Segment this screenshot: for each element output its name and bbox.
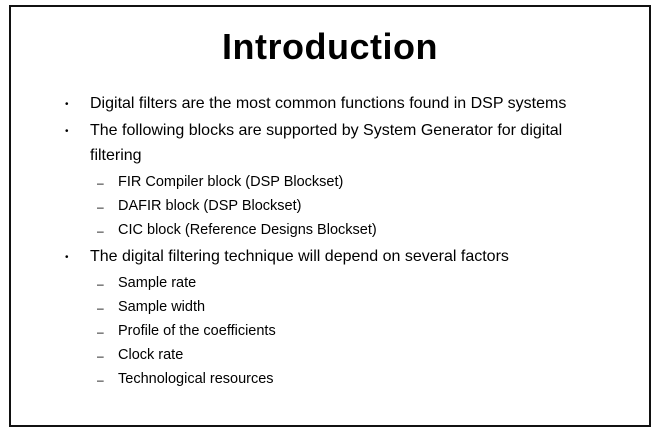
sub-bullet-text: DAFIR block (DSP Blockset) xyxy=(118,198,302,214)
sub-bullet-text: Sample width xyxy=(118,299,206,315)
sub-bullet-list: – FIR Compiler block (DSP Blockset) – DA… xyxy=(11,170,649,242)
dash-icon: – xyxy=(97,277,104,291)
sub-bullet-text: Sample rate xyxy=(118,275,197,291)
bullet-dot-icon: • xyxy=(65,99,69,110)
bullet-item: • The following blocks are supported by … xyxy=(11,118,649,168)
sub-bullet-text: CIC block (Reference Designs Blockset) xyxy=(118,222,377,238)
sub-bullet-text: FIR Compiler block (DSP Blockset) xyxy=(118,174,344,190)
bullet-text: The digital filtering technique will dep… xyxy=(90,248,509,265)
sub-bullet-item: – Sample rate xyxy=(11,271,649,295)
dash-icon: – xyxy=(97,200,104,214)
slide-frame: Introduction • Digital filters are the m… xyxy=(9,5,651,427)
sub-bullet-text: Profile of the coefficients xyxy=(118,323,276,339)
bullet-text: Digital filters are the most common func… xyxy=(90,95,567,112)
dash-icon: – xyxy=(97,301,104,315)
dash-icon: – xyxy=(97,176,104,190)
sub-bullet-item: – Clock rate xyxy=(11,343,649,367)
sub-bullet-item: – Technological resources xyxy=(11,367,649,391)
dash-icon: – xyxy=(97,325,104,339)
sub-bullet-item: – Profile of the coefficients xyxy=(11,319,649,343)
bullet-dot-icon: • xyxy=(65,252,69,263)
sub-bullet-list: – Sample rate – Sample width – Profile o… xyxy=(11,271,649,391)
dash-icon: – xyxy=(97,373,104,387)
bullet-text: The following blocks are supported by Sy… xyxy=(90,122,563,164)
sub-bullet-text: Technological resources xyxy=(118,371,274,387)
sub-bullet-item: – FIR Compiler block (DSP Blockset) xyxy=(11,170,649,194)
dash-icon: – xyxy=(97,224,104,238)
sub-bullet-item: – CIC block (Reference Designs Blockset) xyxy=(11,218,649,242)
bullet-dot-icon: • xyxy=(65,126,69,137)
sub-bullet-item: – Sample width xyxy=(11,295,649,319)
sub-bullet-text: Clock rate xyxy=(118,347,184,363)
slide-title: Introduction xyxy=(222,26,438,67)
bullet-item: • The digital filtering technique will d… xyxy=(11,244,649,269)
sub-bullet-item: – DAFIR block (DSP Blockset) xyxy=(11,194,649,218)
bullet-list: • Digital filters are the most common fu… xyxy=(11,91,649,393)
dash-icon: – xyxy=(97,349,104,363)
bullet-item: • Digital filters are the most common fu… xyxy=(11,91,649,116)
